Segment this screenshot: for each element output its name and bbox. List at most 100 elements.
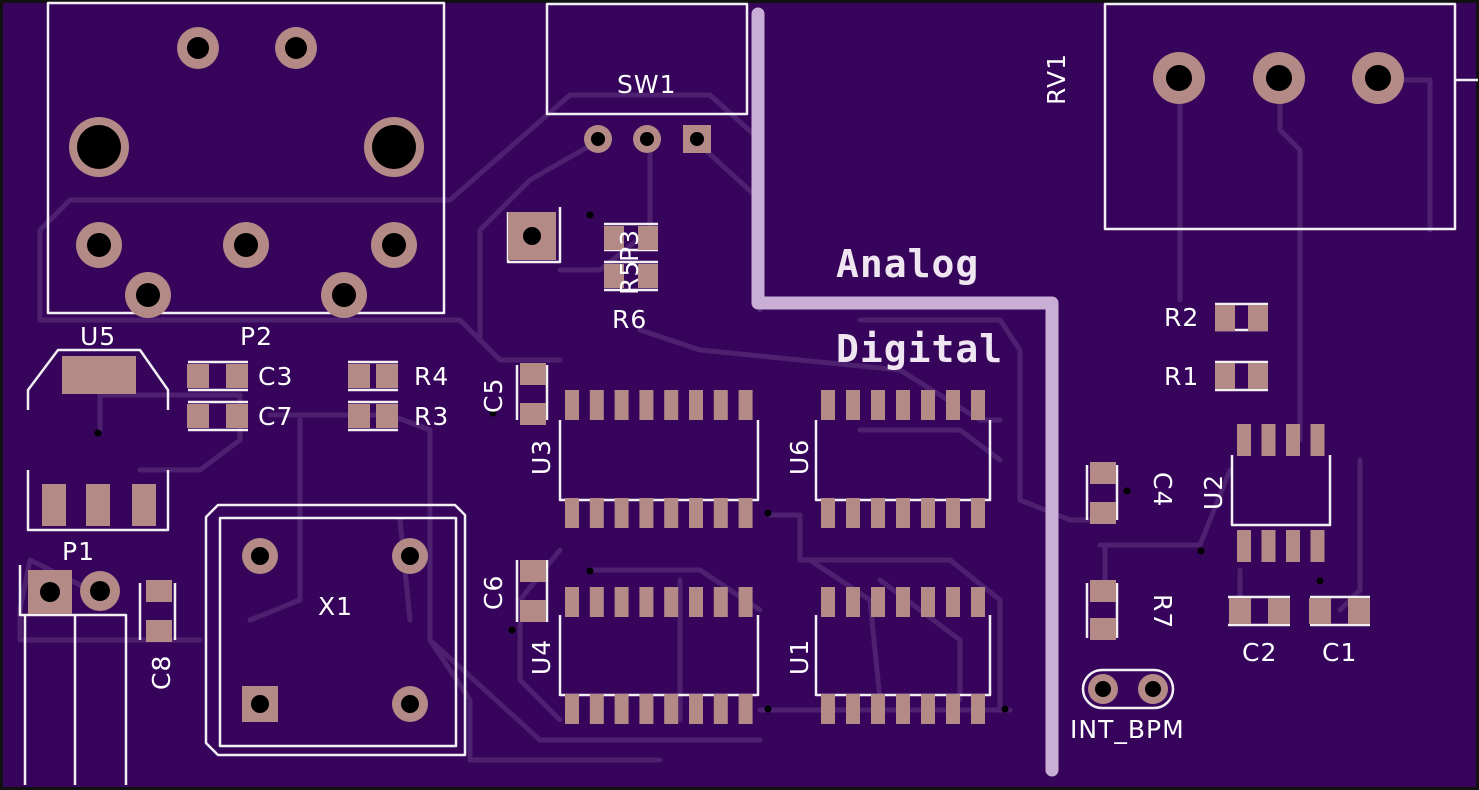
- passive-outlines: [138, 222, 1370, 640]
- ic-pad: [896, 694, 910, 724]
- ref-c2: C2: [1242, 638, 1277, 667]
- ic-pad: [946, 498, 960, 528]
- ic-pad: [971, 694, 985, 724]
- ic-pad: [639, 587, 654, 617]
- analog-digital-divider: [751, 7, 1059, 777]
- ref-u2: U2: [1199, 474, 1228, 510]
- ic-pad: [946, 587, 960, 617]
- ic-pad: [639, 498, 654, 528]
- ref-u6: U6: [785, 439, 814, 475]
- ref-u4: U4: [527, 639, 556, 675]
- ref-p2: P2: [240, 322, 273, 351]
- ic-pad: [738, 587, 753, 617]
- ic-pad: [921, 587, 935, 617]
- ref-p3: P3: [615, 229, 644, 262]
- ic-pad: [614, 498, 629, 528]
- ic-pad: [846, 587, 860, 617]
- ic-pad: [589, 390, 604, 420]
- ic-pad: [921, 694, 935, 724]
- ic-pad: [565, 498, 579, 528]
- pin-markers: [94, 211, 1324, 713]
- ic-pad: [846, 694, 860, 724]
- ic-pad: [1310, 424, 1325, 456]
- ic-pad: [689, 390, 703, 420]
- ic-pad: [738, 694, 753, 724]
- ic-pad: [821, 587, 835, 617]
- ref-c7: C7: [258, 402, 293, 431]
- ref-x1: X1: [318, 592, 353, 621]
- ic-pad: [664, 587, 679, 617]
- ref-rv1: RV1: [1042, 53, 1071, 105]
- ic-pad: [664, 694, 679, 724]
- ic-pad: [846, 390, 860, 420]
- ref-r2: R2: [1164, 303, 1199, 332]
- ref-c8: C8: [147, 655, 176, 690]
- ref-r3: R3: [414, 402, 449, 431]
- through-hole-pads: [28, 27, 1404, 722]
- ic-pad: [871, 498, 885, 528]
- ref-u1: U1: [785, 639, 814, 675]
- ic-pad: [738, 390, 753, 420]
- ic-pad: [639, 694, 654, 724]
- ic-pad: [689, 498, 703, 528]
- ic-pad: [565, 587, 579, 617]
- ref-sw1: SW1: [617, 70, 677, 99]
- ic-pad: [689, 694, 703, 724]
- ic-pad: [971, 498, 985, 528]
- ref-u3: U3: [527, 439, 556, 475]
- ref-c3: C3: [258, 362, 293, 391]
- ic-pad: [871, 694, 885, 724]
- ic-pad: [589, 694, 604, 724]
- ic-pad: [821, 498, 835, 528]
- ic-pad: [565, 694, 579, 724]
- ref-int-bpm: INT_BPM: [1070, 715, 1185, 744]
- ic-pad: [896, 498, 910, 528]
- ic-pad: [1286, 424, 1300, 456]
- ic-pad: [971, 390, 985, 420]
- ic-pad: [713, 694, 728, 724]
- ref-r5: R5: [615, 260, 644, 295]
- ic-pad: [614, 587, 629, 617]
- ic-pad: [971, 587, 985, 617]
- silkscreen-outlines: [18, 1, 1478, 785]
- ic-pad: [589, 498, 604, 528]
- ref-r1: R1: [1164, 362, 1199, 391]
- ic-pad: [1237, 530, 1251, 562]
- ic-pad: [1261, 424, 1276, 456]
- ic-pad: [921, 498, 935, 528]
- ic-pad: [1237, 424, 1251, 456]
- ic-pad: [589, 587, 604, 617]
- ic-pad: [664, 390, 679, 420]
- ic-pad: [821, 390, 835, 420]
- ic-pad: [689, 587, 703, 617]
- ref-u5: U5: [80, 322, 116, 351]
- ref-r7: R7: [1148, 594, 1177, 629]
- ic-pad: [1286, 530, 1300, 562]
- ic-pad: [614, 694, 629, 724]
- ic-pads: [565, 390, 1325, 724]
- ref-r6: R6: [612, 305, 647, 334]
- ic-pad: [614, 390, 629, 420]
- analog-zone-label: Analog: [836, 242, 979, 286]
- ic-pad: [713, 390, 728, 420]
- ic-pad: [1310, 530, 1325, 562]
- ref-c6: C6: [479, 575, 508, 610]
- ic-pad: [639, 390, 654, 420]
- smd-pads: [42, 226, 1370, 642]
- ic-pad: [565, 390, 579, 420]
- ic-pad: [713, 498, 728, 528]
- ref-p1: P1: [62, 537, 95, 566]
- ic-pad: [921, 390, 935, 420]
- ref-c4: C4: [1148, 472, 1177, 507]
- ic-pad: [896, 587, 910, 617]
- ic-pad: [846, 498, 860, 528]
- reference-designators: SW1 RV1 U5 P2 P3 R5 R6 C3 C7 R4 R3 C5 U3…: [62, 53, 1356, 744]
- ic-pad: [664, 498, 679, 528]
- ref-c5: C5: [479, 378, 508, 413]
- ic-pad: [713, 587, 728, 617]
- ic-pad: [738, 498, 753, 528]
- ic-pad: [946, 694, 960, 724]
